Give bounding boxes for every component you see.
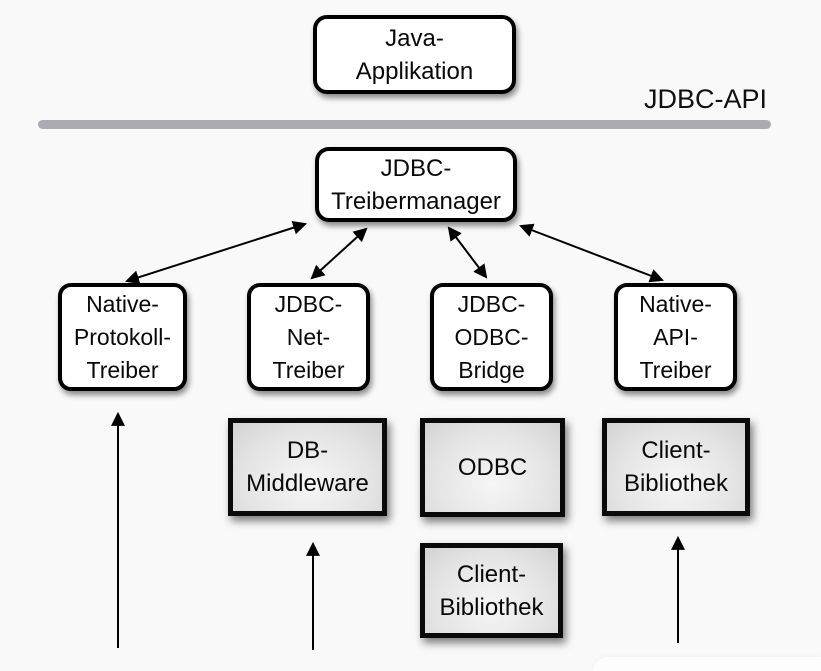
cropped-box-bottom-right: [593, 657, 821, 671]
arrow-manager-native-api: [519, 223, 664, 283]
node-client-bibliothek-native-api: Client- Bibliothek: [602, 418, 750, 516]
node-jdbc-treibermanager: JDBC- Treibermanager: [315, 147, 517, 222]
node-odbc: ODBC: [420, 418, 565, 517]
jdbc-api-divider-line: [38, 120, 771, 129]
arrow-manager-jdbc-odbc: [447, 226, 488, 279]
node-db-middleware: DB- Middleware: [228, 418, 387, 516]
arrow-manager-native-protokoll: [125, 220, 307, 285]
node-java-applikation: Java- Applikation: [313, 15, 516, 94]
node-jdbc-net-treiber: JDBC- Net- Treiber: [247, 283, 370, 391]
node-native-api-treiber: Native- API- Treiber: [614, 283, 737, 391]
jdbc-api-label: JDBC-API: [643, 84, 767, 114]
node-native-protokoll-treiber: Native- Protokoll- Treiber: [58, 283, 187, 391]
arrow-manager-jdbc-net: [310, 227, 368, 280]
node-client-bibliothek-odbc: Client- Bibliothek: [420, 543, 563, 638]
node-jdbc-odbc-bridge: JDBC- ODBC- Bridge: [430, 283, 553, 391]
